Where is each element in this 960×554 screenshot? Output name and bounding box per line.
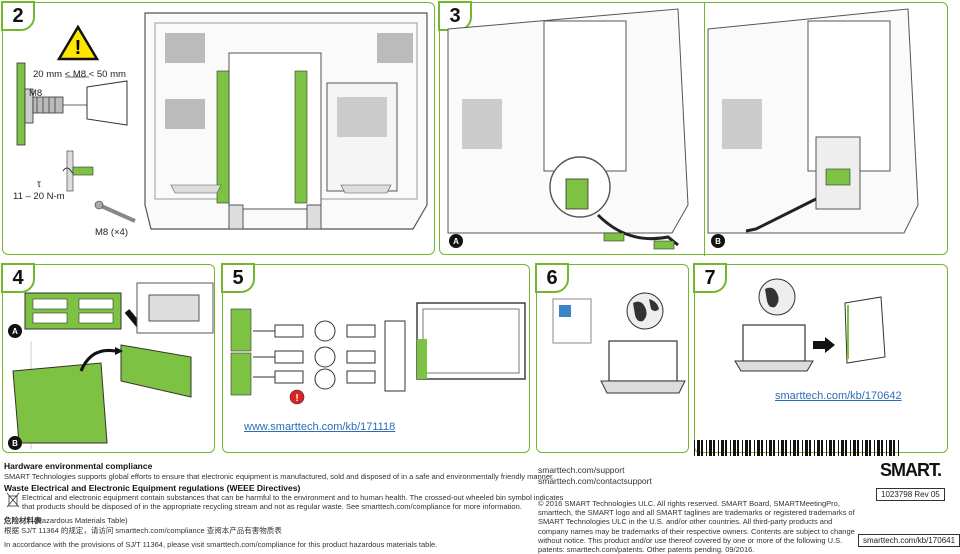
screws-label: M8 (×4) (95, 227, 128, 238)
weee-heading: Waste Electrical and Electronic Equipmen… (4, 483, 301, 493)
panel-divider (704, 3, 705, 256)
marker-b: B (8, 436, 22, 450)
step-2-panel: 2 ! 20 mm < M8 < 50 mm M8 τ 11 – 20 N-m … (1, 1, 435, 255)
copyright-text: © 2016 SMART Technologies ULC. All right… (538, 499, 855, 554)
step-number: 7 (693, 263, 727, 293)
screw-icon (94, 200, 136, 223)
power-cable-illustration-b (707, 8, 919, 234)
display-back-illustration (144, 12, 428, 230)
manual-icon (844, 296, 886, 364)
compliance-heading: Hardware environmental compliance (4, 461, 153, 471)
kb-170641-link[interactable]: smarttech.com/kb/170641 (858, 534, 960, 547)
step-number: 4 (1, 263, 35, 293)
step-3-panel: 3 A B (438, 1, 948, 256)
torque-value: 11 – 20 N-m (13, 191, 65, 202)
bolt-size-label: M8 (29, 88, 43, 99)
marker-a: A (8, 324, 22, 338)
step-number: 5 (221, 263, 255, 293)
wall-mount-illustration (11, 341, 211, 449)
smart-logo: SMART. (880, 460, 942, 480)
step-number: 6 (535, 263, 569, 293)
software-box-icon (552, 298, 592, 344)
globe-icon (626, 292, 664, 330)
kb-170642-link[interactable]: smarttech.com/kb/170642 (775, 390, 902, 402)
weee-text-2: that products should be disposed of in t… (22, 502, 522, 511)
step-5-panel: 5 ! www.smarttech.com/kb/171118 (221, 263, 530, 453)
weee-text-1: Electrical and electronic equipment cont… (22, 493, 564, 502)
svg-text:!: ! (75, 37, 82, 59)
marker-b: B (711, 234, 725, 248)
step-number: 3 (438, 1, 472, 31)
hazmat-text-cn: 根据 SJ/T 11364 的规定，请访问 smarttech.com/comp… (4, 526, 282, 535)
support-link[interactable]: smarttech.com/support (538, 465, 625, 475)
step-7-panel: 7 smarttech.com/kb/170642 (693, 263, 948, 453)
connection-diagram: ! (230, 302, 526, 405)
warning-icon: ! (56, 24, 100, 61)
globe-icon (758, 278, 796, 316)
contact-support-link[interactable]: smarttech.com/contactsupport (538, 476, 652, 486)
hazmat-heading-cn: 危险材料表 (4, 516, 42, 525)
kb-171118-link[interactable]: www.smarttech.com/kb/171118 (244, 421, 396, 433)
crossed-bin-icon (6, 492, 20, 508)
mounting-bracket-illustration (24, 282, 214, 334)
compliance-text: SMART Technologies supports global effor… (4, 472, 555, 481)
hazmat-heading-en: (Hazardous Materials Table) (34, 516, 128, 525)
power-cable-illustration-a (447, 8, 689, 250)
torque-symbol: τ (37, 179, 41, 190)
step-4-panel: 4 A B (1, 263, 215, 453)
torque-bolt-icon (62, 150, 94, 192)
laptop-icon (734, 324, 814, 372)
arrow-right-icon (813, 337, 835, 353)
svg-text:!: ! (295, 393, 298, 404)
step-6-panel: 6 (535, 263, 689, 453)
bolt-spacing-illustration (16, 62, 128, 146)
barcode (694, 440, 899, 456)
step-number: 2 (1, 1, 35, 31)
marker-a: A (449, 234, 463, 248)
bolt-spacing-label: 20 mm < M8 < 50 mm (33, 69, 126, 80)
hazmat-text-en: In accordance with the provisions of SJ/… (4, 540, 438, 549)
laptop-icon (600, 340, 686, 394)
document-number: 1023798 Rev 05 (876, 488, 945, 501)
